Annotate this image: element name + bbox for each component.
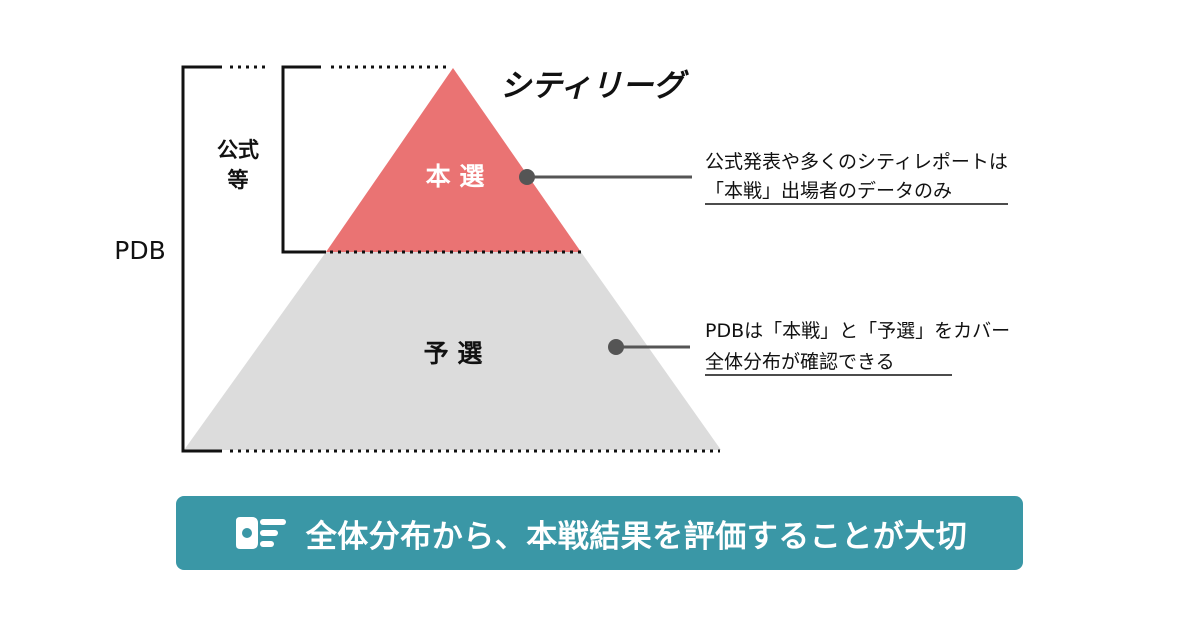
top-note-line2: 「本戦」出場者のデータのみ: [705, 180, 952, 202]
outer-bracket: [181, 65, 222, 453]
pdb-label: PDB: [114, 236, 165, 265]
bottom-note-line2: 全体分布が確認できる: [705, 351, 895, 373]
main-round-label: 本 選: [426, 162, 485, 191]
pyramid-top-tier: [326, 68, 581, 252]
qualifier-label: 予 選: [424, 339, 483, 368]
bottom-note-line1: PDBは「本戦」と「予選」をカバー: [705, 320, 1010, 342]
pointing-hand-icon: [235, 517, 286, 549]
pyramid-bottom-tier: [184, 252, 721, 450]
inner-bracket: [281, 65, 326, 254]
official-label-line1: 公式: [217, 138, 259, 162]
conclusion-banner: 全体分布から、本戦結果を評価することが大切: [176, 496, 1023, 570]
conclusion-text: 全体分布から、本戦結果を評価することが大切: [305, 518, 968, 555]
city-league-logo: シティリーグ: [500, 68, 689, 104]
official-label-line2: 等: [228, 168, 249, 192]
top-note-line1: 公式発表や多くのシティレポートは: [705, 151, 1008, 173]
